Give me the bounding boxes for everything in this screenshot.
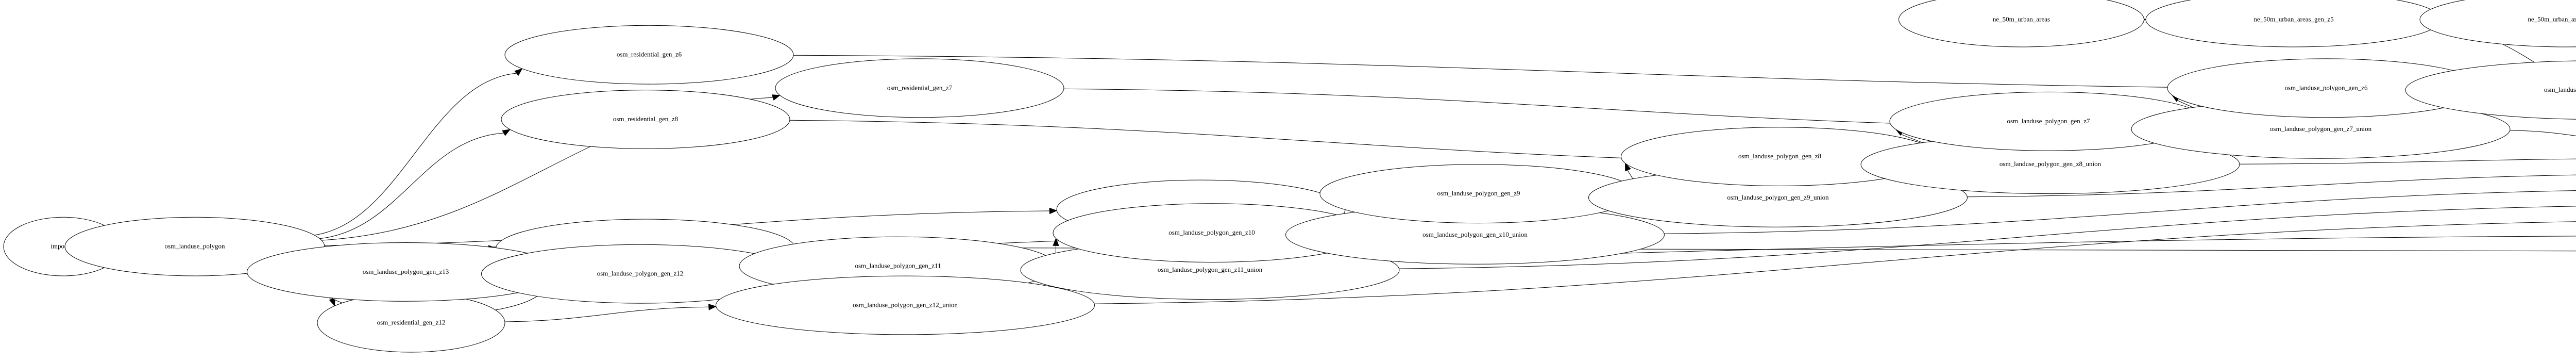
node-label: osm_landuse_polygon_gen_z9 <box>1437 189 1520 197</box>
node-label: osm_landuse_polygon_gen_z10 <box>1168 228 1255 236</box>
node-label: ne_50m_urban_areas_gen_z4 <box>2528 15 2576 23</box>
graph-edge <box>314 73 517 236</box>
node-label: osm_landuse_polygon_gen_z12_union <box>853 301 958 308</box>
graph-edge <box>319 133 504 239</box>
node-label: osm_landuse_polygon_gen_z7 <box>2007 117 2090 125</box>
node-ellipse <box>2405 60 2576 120</box>
edge-arrowhead-icon <box>329 298 335 307</box>
graph-edge <box>1094 221 2576 304</box>
node-label: osm_landuse_polygon_gen_z11 <box>855 262 941 270</box>
graph-node-osm_residential_gen_z12[interactable]: osm_residential_gen_z12 <box>317 293 505 353</box>
edge-arrowhead-icon <box>771 94 781 101</box>
node-label: osm_landuse_polygon_gen_z6 <box>2284 84 2368 91</box>
graph-edge <box>2510 130 2576 136</box>
node-ellipse <box>1899 0 2144 47</box>
node-ellipse <box>775 58 1064 118</box>
graph-node-osm_landuse_polygon_gen_z8_union[interactable]: osm_landuse_polygon_gen_z8_union <box>1860 135 2240 194</box>
graph-node-ne_50m_urban_areas_gen_z5[interactable]: ne_50m_urban_areas_gen_z5 <box>2145 0 2442 47</box>
graph-node-osm_residential_gen_z6[interactable]: osm_residential_gen_z6 <box>504 25 794 85</box>
edge-arrowhead-icon <box>1625 162 1631 172</box>
node-label: osm_landuse_polygon_gen_z13 <box>363 268 449 275</box>
edge-arrowhead-icon <box>502 129 511 136</box>
node-label: osm_landuse_polygon_gen_z8 <box>1738 152 1821 160</box>
graph-node-osm_landuse_polygon_gen_z10[interactable]: osm_landuse_polygon_gen_z10 <box>1053 203 1371 263</box>
node-ellipse <box>716 275 1095 335</box>
edge-arrowhead-icon <box>1053 238 1059 246</box>
node-label: osm_landuse_polygon_gen_z10_union <box>1422 231 1528 238</box>
graph-node-osm_landuse_polygon_gen_z7_union[interactable]: osm_landuse_polygon_gen_z7_union <box>2131 100 2511 159</box>
node-label: osm_residential_gen_z6 <box>617 51 682 58</box>
node-label: osm_residential_gen_z7 <box>887 84 953 91</box>
graph-edge <box>1967 174 2576 198</box>
graph-edge <box>1399 206 2576 269</box>
node-label: osm_residential_gen_z8 <box>613 115 678 123</box>
graph-node-osm_landuse_polygon_gen_z12_union[interactable]: osm_landuse_polygon_gen_z12_union <box>716 275 1095 335</box>
edge-arrowhead-icon <box>1049 207 1058 215</box>
graph-node-osm_landuse_polygon_gen_z9_union[interactable]: osm_landuse_polygon_gen_z9_union <box>1588 168 1968 227</box>
node-label: osm_landuse_polygon_gen_z8_union <box>1999 160 2102 168</box>
node-ellipse <box>504 25 794 85</box>
node-label: ne_50m_urban_areas <box>1993 15 2050 23</box>
node-ellipse <box>501 90 790 149</box>
node-label: osm_landuse_polygon <box>165 242 225 250</box>
graph-node-ne_50m_urban_areas_gen_z4[interactable]: ne_50m_urban_areas_gen_z4 <box>2419 0 2576 47</box>
node-label: osm_landuse_polygon_gen_z12 <box>597 270 684 277</box>
graph-node-osm_landuse_polygon_gen_z8[interactable]: osm_landuse_polygon_gen_z8 <box>1621 127 1939 187</box>
edge-arrowhead-icon <box>514 68 523 76</box>
node-label: ne_50m_urban_areas_gen_z5 <box>2253 15 2333 23</box>
graph-edge <box>793 55 2399 90</box>
graph-edge <box>1664 190 2576 234</box>
graph-node-osm_residential_gen_z8[interactable]: osm_residential_gen_z8 <box>501 90 790 149</box>
graph-node-osm_landuse_polygon_gen_z6[interactable]: osm_landuse_polygon_gen_z6 <box>2167 58 2485 118</box>
graph-node-osm_landuse_polygon_gen_z6_union[interactable]: osm_landuse_polygon_gen_z6_union <box>2405 60 2576 120</box>
node-ellipse <box>2145 0 2442 47</box>
edge-arrowhead-icon <box>708 304 717 310</box>
graph-node-osm_residential_gen_z7[interactable]: osm_residential_gen_z7 <box>775 58 1064 118</box>
graph-node-osm_landuse_polygon_gen_z9[interactable]: osm_landuse_polygon_gen_z9 <box>1319 164 1638 224</box>
node-label: osm_landuse_polygon_gen_z11_union <box>1158 266 1263 273</box>
node-label: osm_landuse_polygon_gen_z7_union <box>2270 125 2372 133</box>
node-ellipse <box>2419 0 2576 47</box>
graph-node-osm_landuse_polygon_gen_z7[interactable]: osm_landuse_polygon_gen_z7 <box>1889 91 2208 151</box>
graph-edge <box>504 306 709 322</box>
node-label: osm_landuse_polygon_gen_z6_union <box>2544 86 2576 93</box>
node-label: osm_landuse_polygon_gen_z9_union <box>1727 193 1829 201</box>
graph-edge <box>2239 158 2576 164</box>
graph-node-ne_50m_urban_areas[interactable]: ne_50m_urban_areas <box>1899 0 2144 47</box>
node-label: osm_residential_gen_z12 <box>377 319 446 326</box>
